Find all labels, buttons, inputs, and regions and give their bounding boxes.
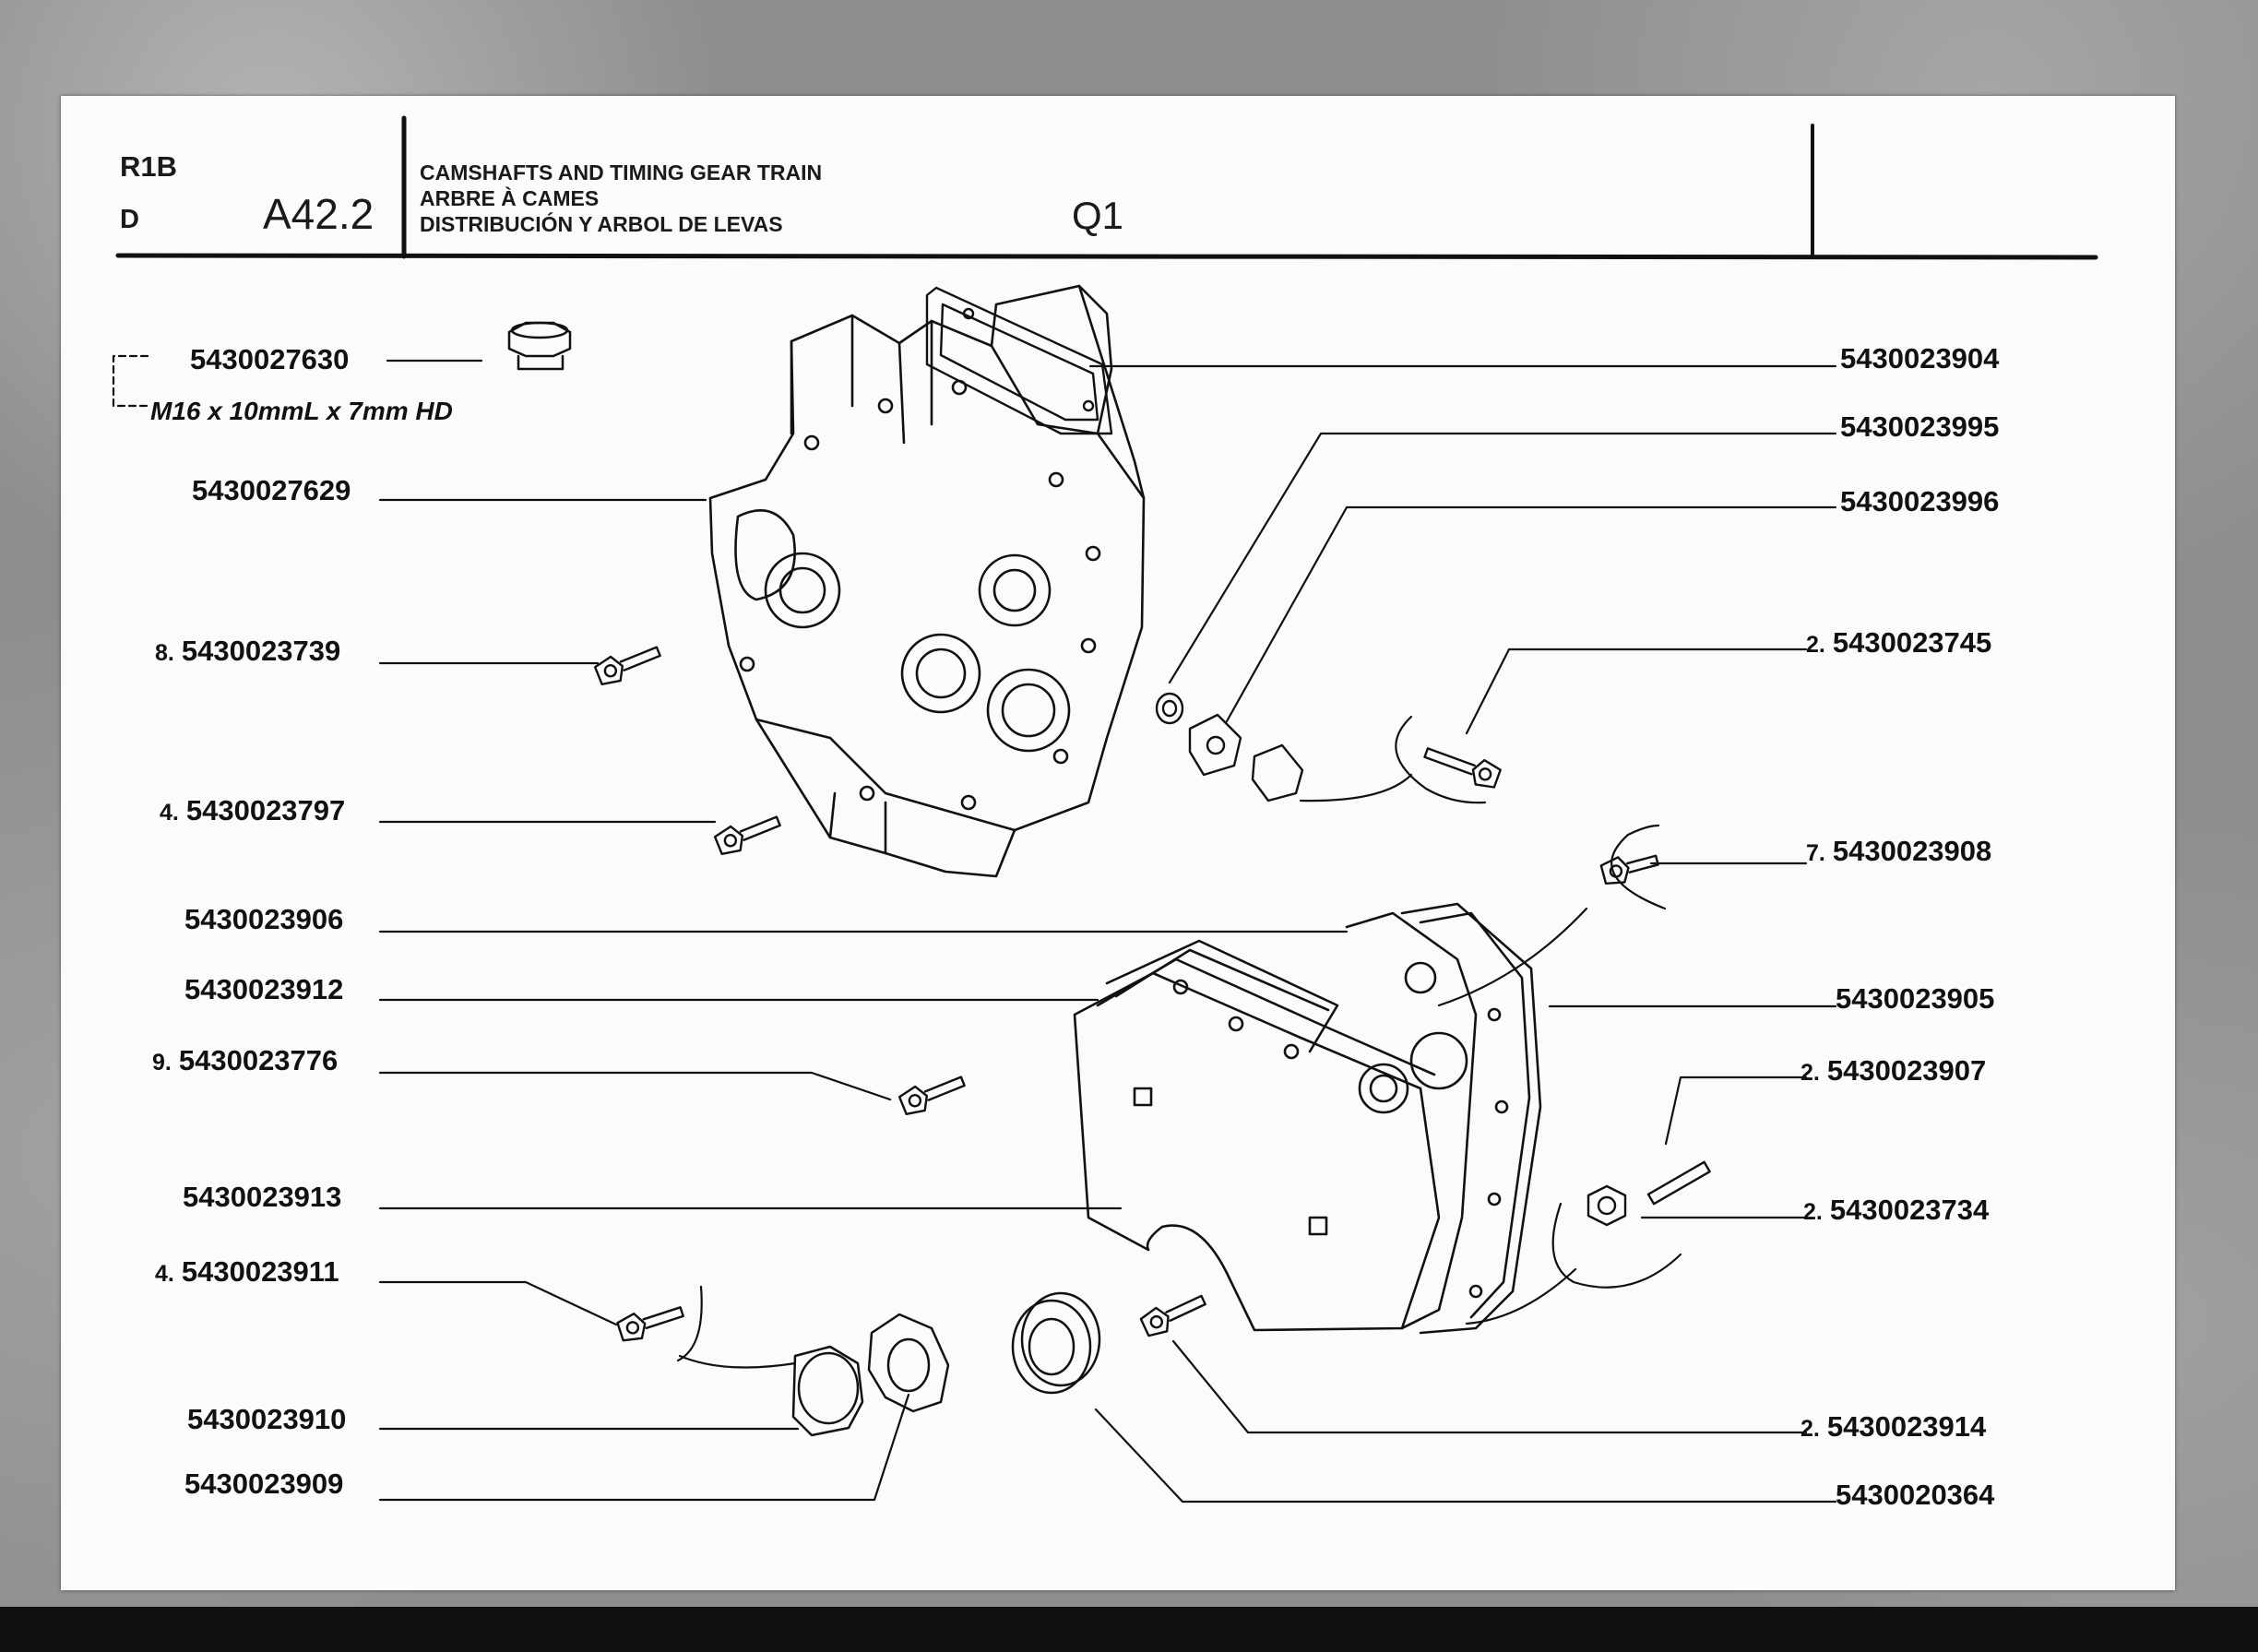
part-label-5430023905: 5430023905 bbox=[1836, 982, 1995, 1015]
model-code: R1B bbox=[120, 150, 178, 183]
nut-icon bbox=[1587, 1184, 1627, 1227]
part-label-5430023745: 2.5430023745 bbox=[1806, 626, 1992, 659]
detail-callout-arcs bbox=[676, 715, 1682, 1369]
part-label-5430027629: 5430027629 bbox=[192, 474, 351, 506]
title-french: ARBRE À CAMES bbox=[420, 186, 600, 210]
header-rules bbox=[115, 115, 2098, 260]
flange-cap-and-seals bbox=[791, 1291, 1101, 1437]
part-label-5430027630: 5430027630 bbox=[190, 343, 350, 375]
front-cover-assembly bbox=[1073, 902, 1542, 1335]
part-label-5430023776: 9.5430023776 bbox=[152, 1044, 339, 1076]
title-english: CAMSHAFTS AND TIMING GEAR TRAIN bbox=[420, 160, 823, 184]
part-label-5430023911: 4.5430023911 bbox=[155, 1255, 339, 1288]
bolt-icon bbox=[897, 1076, 966, 1115]
part-label-5430023909: 5430023909 bbox=[184, 1468, 344, 1500]
part-label-5430023995: 5430023995 bbox=[1840, 410, 2000, 443]
bolt-icon bbox=[616, 1306, 684, 1342]
parts-sheet bbox=[61, 96, 2175, 1590]
part-label-5430023910: 5430023910 bbox=[187, 1403, 347, 1435]
timing-case-housing bbox=[708, 284, 1146, 878]
spec-note: M16 x 10mmL x 7mm HD bbox=[150, 397, 453, 425]
part-label-5430023906: 5430023906 bbox=[184, 903, 344, 935]
section-code: A42.2 bbox=[263, 190, 374, 238]
title-spanish: DISTRIBUCIÓN Y ARBOL DE LEVAS bbox=[420, 212, 783, 236]
part-label-5430023734: 2.5430023734 bbox=[1803, 1194, 1990, 1226]
part-label-5430023739: 8.5430023739 bbox=[155, 635, 341, 667]
part-label-5430023797: 4.5430023797 bbox=[160, 794, 346, 826]
part-label-5430023904: 5430023904 bbox=[1840, 342, 2000, 374]
part-label-5430023913: 5430023913 bbox=[183, 1181, 342, 1213]
leader-lines bbox=[112, 354, 1837, 1503]
part-label-5430023996: 5430023996 bbox=[1840, 485, 2000, 517]
scan-bottom-edge bbox=[0, 1607, 2258, 1652]
seal-and-plates bbox=[1155, 692, 1304, 802]
bolt-icon bbox=[713, 815, 781, 855]
stud-icon bbox=[1646, 1160, 1711, 1206]
bolt-icon bbox=[1139, 1294, 1206, 1337]
bolt-icon bbox=[1423, 747, 1502, 789]
bolt-icon bbox=[593, 646, 661, 685]
variant-code: D bbox=[120, 205, 139, 234]
page-code: Q1 bbox=[1072, 194, 1124, 237]
bolt-icons bbox=[593, 646, 1711, 1342]
bolt-icon bbox=[1599, 854, 1659, 885]
part-label-5430023907: 2.5430023907 bbox=[1800, 1054, 1987, 1087]
part-label-5430020364: 5430020364 bbox=[1836, 1479, 1995, 1511]
top-cover-gasket bbox=[925, 286, 1113, 435]
part-label-5430023912: 5430023912 bbox=[184, 973, 344, 1005]
part-label-5430023908: 7.5430023908 bbox=[1806, 835, 1992, 867]
part-label-5430023914: 2.5430023914 bbox=[1800, 1410, 1987, 1443]
plug-cap-part bbox=[507, 321, 572, 371]
